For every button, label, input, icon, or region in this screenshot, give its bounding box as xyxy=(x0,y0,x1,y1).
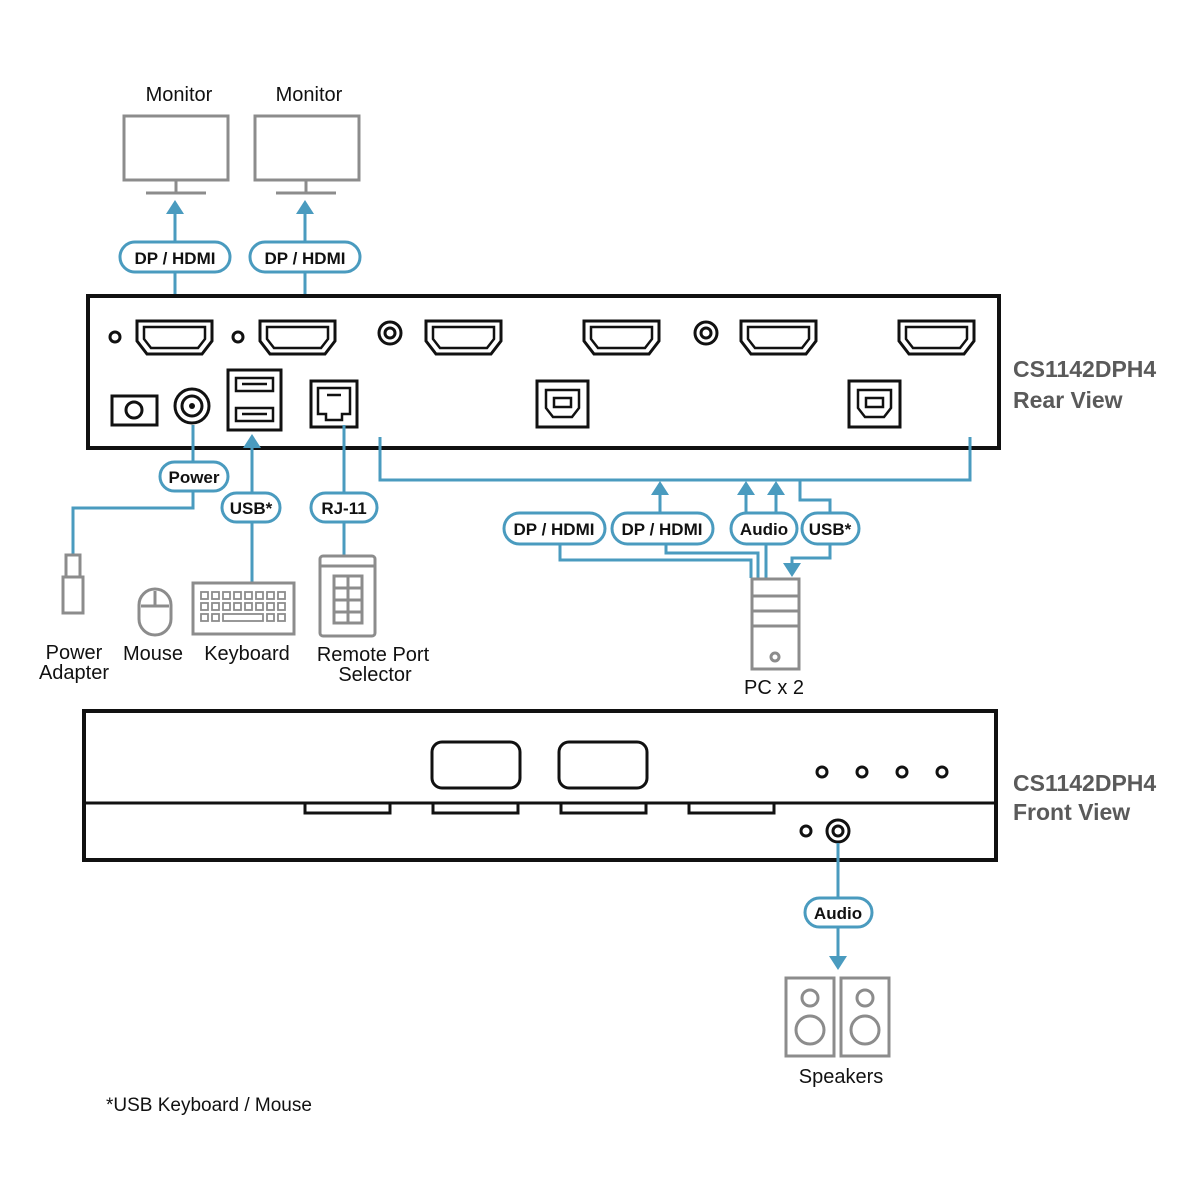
pc1-usb-b-port xyxy=(535,379,590,429)
front-slot-1 xyxy=(303,801,392,815)
pc-label: PC x 2 xyxy=(744,677,804,699)
keyboard-label: Keyboard xyxy=(204,643,290,665)
pc-tower-icon xyxy=(750,577,801,671)
pill-pc-usb-text: USB* xyxy=(809,520,852,539)
pc1-hdmi-port-b xyxy=(582,319,661,356)
pill-pc-video-2-text: DP / HDMI xyxy=(622,520,703,539)
front-slot-3 xyxy=(559,801,648,815)
front-panel xyxy=(82,709,998,862)
front-led-3 xyxy=(895,765,909,779)
pill-pc-video-2: DP / HDMI xyxy=(610,511,715,546)
front-audio-led xyxy=(799,824,813,838)
rear-led-1 xyxy=(108,330,122,344)
monitor-1-label: Monitor xyxy=(146,84,213,106)
power-socket xyxy=(173,387,211,425)
footnote: *USB Keyboard / Mouse xyxy=(106,1095,312,1116)
remote-port-selector-icon xyxy=(318,554,377,638)
rear-model-title: CS1142DPH4 xyxy=(1013,356,1156,382)
front-select-button-1 xyxy=(430,740,522,790)
pill-monitor-2-text: DP / HDMI xyxy=(265,249,346,268)
pc-audio-cable xyxy=(764,481,785,578)
front-audio-jack xyxy=(825,818,851,844)
front-view-title: Front View xyxy=(1013,799,1130,825)
pill-monitor-2: DP / HDMI xyxy=(248,240,362,274)
pc1-audio-jack xyxy=(377,320,403,346)
monitor-2-label: Monitor xyxy=(276,84,343,106)
power-adapter-icon xyxy=(61,553,85,615)
pill-usb-console-text: USB* xyxy=(230,499,273,518)
front-model-title: CS1142DPH4 xyxy=(1013,770,1156,796)
rj11-port xyxy=(309,379,359,429)
pc-video-1-cable xyxy=(558,481,753,578)
pill-usb-console: USB* xyxy=(220,491,282,524)
rear-view-title: Rear View xyxy=(1013,387,1123,413)
keyboard-icon xyxy=(191,581,296,636)
pill-monitor-1: DP / HDMI xyxy=(118,240,232,274)
pill-rj11-text: RJ-11 xyxy=(321,499,366,518)
console-hdmi-port-2 xyxy=(258,319,337,356)
pill-pc-usb: USB* xyxy=(800,511,861,546)
console-hdmi-port-1 xyxy=(135,319,214,356)
power-adapter-label-2: Adapter xyxy=(39,662,109,684)
usb-console-ports xyxy=(226,368,283,432)
pc-video-2-cable xyxy=(664,481,760,578)
pill-pc-video-1-text: DP / HDMI xyxy=(514,520,595,539)
front-led-1 xyxy=(815,765,829,779)
pc1-hdmi-port-a xyxy=(424,319,503,356)
mouse-icon xyxy=(137,587,173,637)
pill-power-text: Power xyxy=(168,468,219,487)
speakers-icon xyxy=(784,976,891,1058)
front-slot-2 xyxy=(431,801,520,815)
pc-bus-bracket xyxy=(378,437,972,482)
pill-front-audio-text: Audio xyxy=(814,904,862,923)
front-slot-4 xyxy=(687,801,776,815)
speakers-label: Speakers xyxy=(799,1066,884,1088)
front-led-2 xyxy=(855,765,869,779)
pc2-hdmi-port-b xyxy=(897,319,976,356)
pill-front-audio: Audio xyxy=(803,896,874,929)
pc-usb-cable xyxy=(783,480,832,577)
pill-pc-audio-text: Audio xyxy=(740,520,788,539)
pill-rj11: RJ-11 xyxy=(309,491,379,524)
pc2-audio-jack xyxy=(693,320,719,346)
front-select-button-2 xyxy=(557,740,649,790)
monitor-2-icon xyxy=(253,114,361,195)
pc2-hdmi-port-a xyxy=(739,319,818,356)
pill-monitor-1-text: DP / HDMI xyxy=(135,249,216,268)
pc2-usb-b-port xyxy=(847,379,902,429)
pill-power: Power xyxy=(158,460,230,493)
power-adapter-label-1: Power xyxy=(46,642,103,664)
remote-port-label-1: Remote Port xyxy=(317,644,430,666)
power-jack xyxy=(110,394,159,427)
rear-led-2 xyxy=(231,330,245,344)
mouse-label: Mouse xyxy=(123,643,183,665)
monitor-1-icon xyxy=(122,114,230,195)
pill-pc-video-1: DP / HDMI xyxy=(502,511,607,546)
front-led-4 xyxy=(935,765,949,779)
pill-pc-audio: Audio xyxy=(729,511,799,546)
remote-port-label-2: Selector xyxy=(338,664,412,686)
